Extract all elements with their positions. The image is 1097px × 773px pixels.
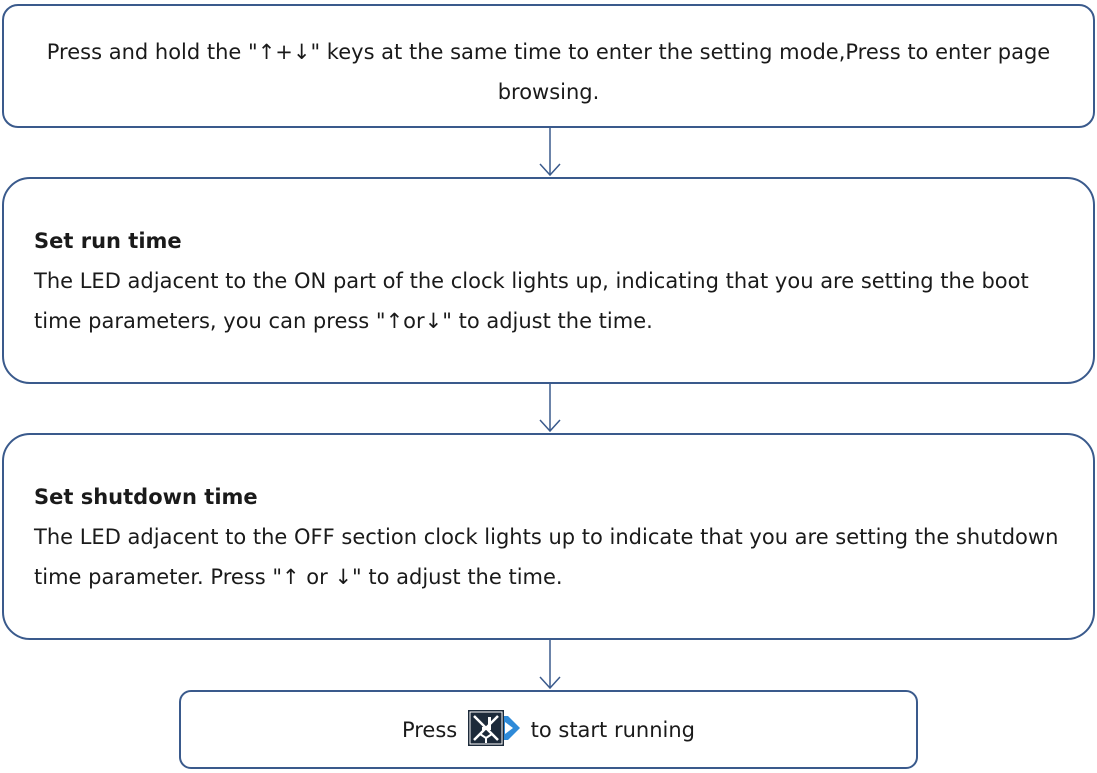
step-set-shutdown-time-heading: Set shutdown time	[34, 485, 258, 509]
step-set-shutdown-time: Set shutdown time The LED adjacent to th…	[2, 433, 1095, 640]
arrow-down-icon	[539, 128, 561, 177]
step-start-running: Press to start running	[179, 690, 918, 769]
arrow-down-icon	[539, 384, 561, 433]
step-set-shutdown-time-text: The LED adjacent to the OFF section cloc…	[34, 525, 1059, 589]
step-enter-setting-mode: Press and hold the "↑+↓" keys at the sam…	[2, 4, 1095, 128]
step-start-running-prefix: Press	[401, 718, 458, 742]
step-set-run-time-heading: Set run time	[34, 229, 182, 253]
arrow-down-icon	[539, 640, 561, 690]
step-enter-setting-mode-text: Press and hold the "↑+↓" keys at the sam…	[46, 40, 1051, 104]
step-set-run-time: Set run time The LED adjacent to the ON …	[2, 177, 1095, 384]
step-set-run-time-text: The LED adjacent to the ON part of the c…	[34, 269, 1029, 333]
step-start-running-suffix: to start running	[530, 718, 696, 742]
run-button-icon	[467, 710, 520, 746]
